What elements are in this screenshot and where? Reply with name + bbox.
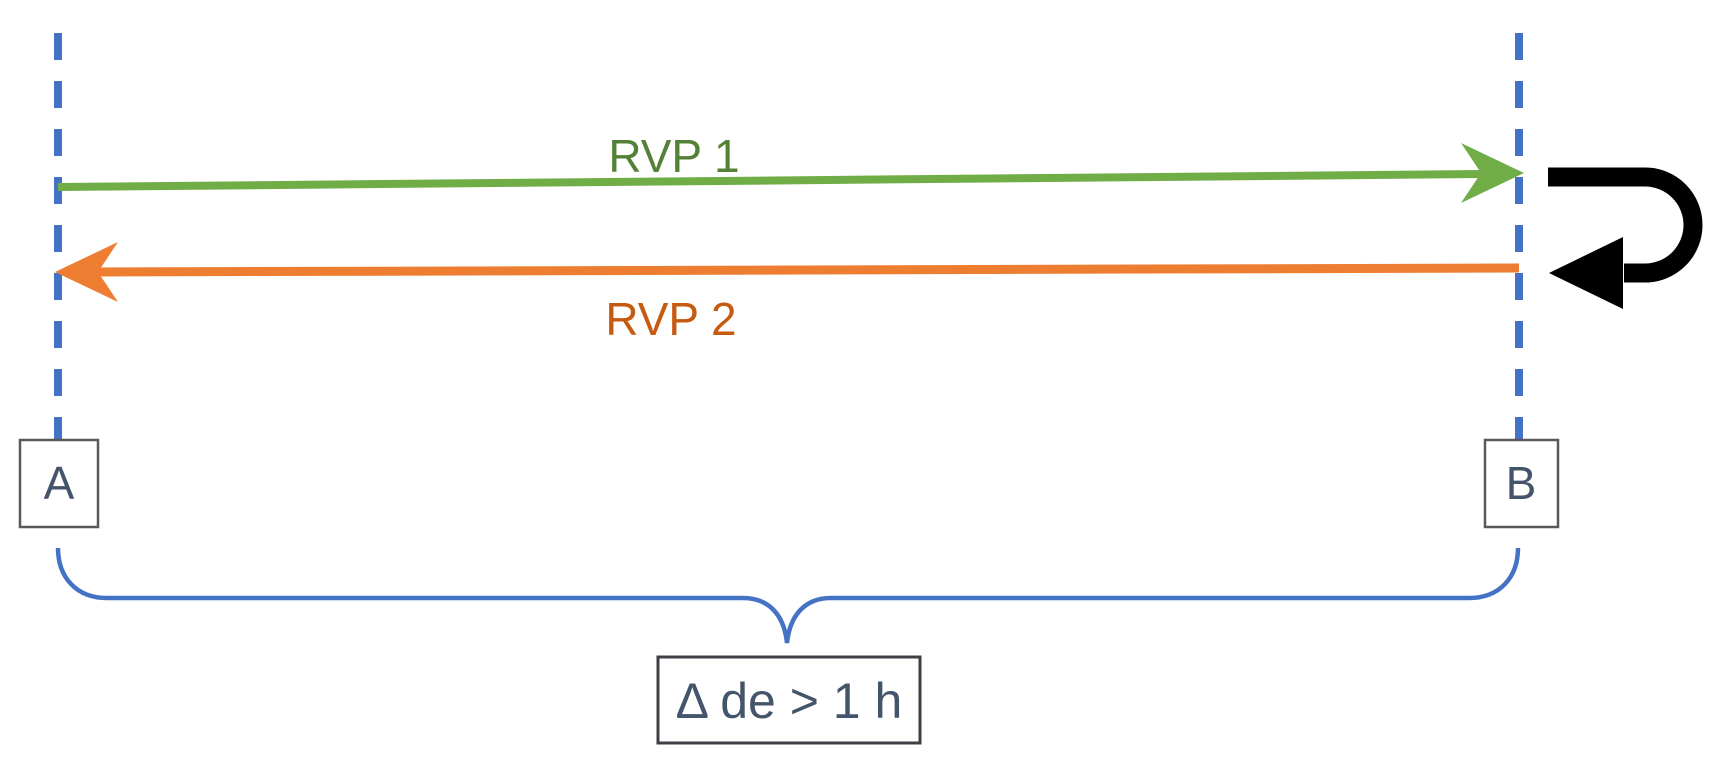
point-b-label: B (1506, 457, 1537, 509)
duration-brace (55, 547, 1521, 644)
u-turn-arrowhead-icon (1549, 237, 1623, 309)
rvp2-arrow: RVP 2 (55, 242, 1520, 345)
rvp2-label: RVP 2 (605, 293, 736, 345)
duration-label-box (656, 655, 922, 745)
u-turn-arrow-path (1548, 167, 1703, 283)
rvp2-arrowhead-icon (55, 242, 118, 302)
rvp1-label: RVP 1 (608, 130, 739, 182)
rvp1-arrowhead-icon (1461, 143, 1524, 203)
point-a-node: A (18, 438, 100, 529)
point-b-box (1483, 438, 1560, 529)
point-a-label: A (44, 457, 75, 509)
point-b-node: B (1483, 438, 1560, 529)
rvp1-arrow: RVP 1 (57, 130, 1524, 203)
duration-label: Δ de > 1 h (676, 673, 903, 729)
rvp1-arrow-line (57, 170, 1485, 191)
point-a-box (18, 438, 100, 529)
u-turn-arrow (1548, 167, 1703, 309)
rvp2-arrow-line (95, 263, 1520, 277)
duration-label-group: Δ de > 1 h (656, 655, 922, 745)
